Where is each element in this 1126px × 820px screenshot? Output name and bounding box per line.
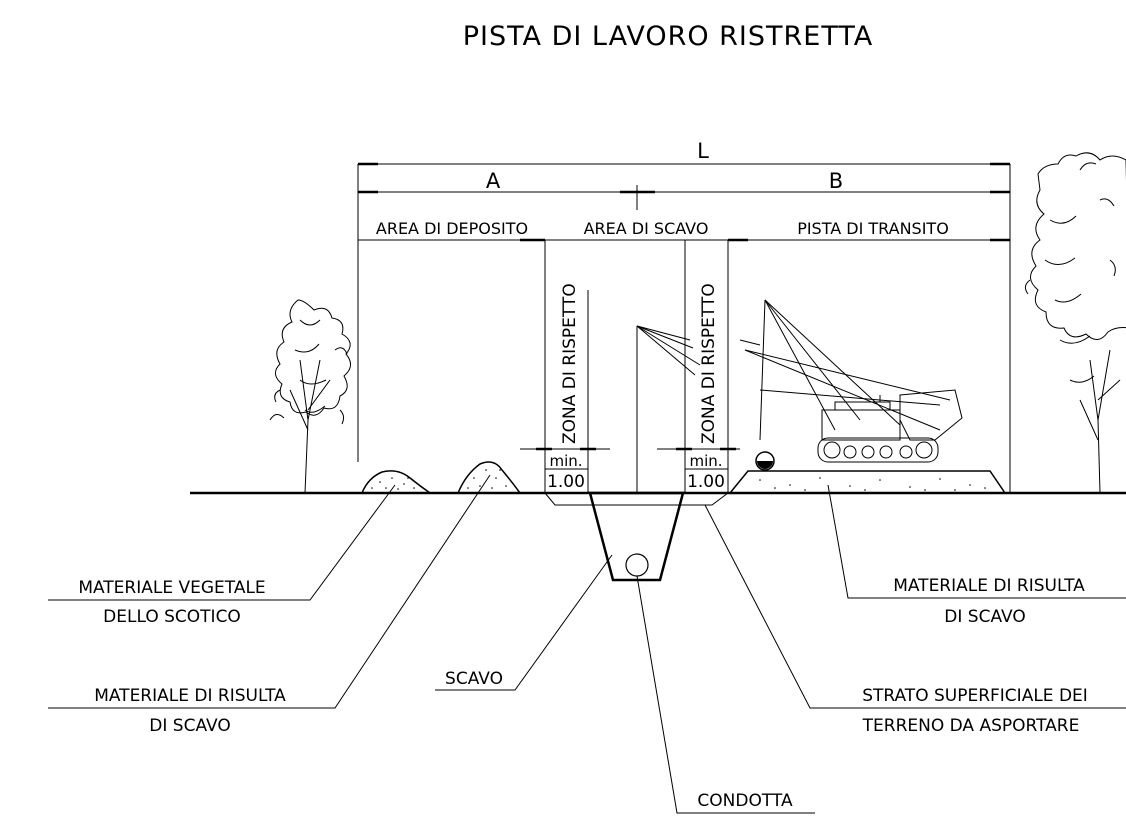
spoil-pile-left xyxy=(457,461,521,494)
buffer-min-right: min. xyxy=(689,452,722,470)
dimension-label-l: L xyxy=(697,139,709,163)
spoil-pile-right xyxy=(728,470,1007,494)
callout-vegetal-line1: MATERIALE VEGETALE xyxy=(78,578,265,598)
callout-trench: SCAVO xyxy=(445,669,503,689)
callout-spoil-left-line1: MATERIALE DI RISULTA xyxy=(94,686,286,706)
leader-lines xyxy=(48,474,1126,814)
tree-left xyxy=(269,299,351,494)
callout-spoil-right-line1: MATERIALE DI RISULTA xyxy=(893,576,1085,596)
dimension-lines xyxy=(357,162,1011,492)
dimension-label-a: A xyxy=(486,169,501,193)
buffer-zone-right-label: ZONA DI RISPETTO xyxy=(699,283,719,444)
dimension-label-b: B xyxy=(829,169,843,193)
buffer-zone-left-label: ZONA DI RISPETTO xyxy=(560,283,580,444)
buffer-value-left: 1.00 xyxy=(547,472,585,492)
buffer-value-right: 1.00 xyxy=(687,472,725,492)
pipe xyxy=(625,553,649,577)
callout-spoil-right-line2: DI SCAVO xyxy=(944,607,1025,627)
callout-vegetal-line2: DELLO SCOTICO xyxy=(103,607,241,627)
trench xyxy=(588,491,685,582)
area-excavation-label: AREA DI SCAVO xyxy=(584,219,709,238)
topsoil-strip xyxy=(544,492,729,506)
trench-hoist xyxy=(636,325,701,493)
area-transit-label: PISTA DI TRANSITO xyxy=(797,219,949,238)
spoil-pile-vegetal xyxy=(361,470,431,494)
buffer-min-left: min. xyxy=(549,452,582,470)
pipelayer-machine xyxy=(739,299,963,471)
area-deposit-label: AREA DI DEPOSITO xyxy=(376,219,528,238)
callout-spoil-left-line2: DI SCAVO xyxy=(149,716,230,736)
tree-right xyxy=(1024,152,1126,494)
callout-topsoil-line1: STRATO SUPERFICIALE DEI xyxy=(862,686,1088,706)
callout-pipe: CONDOTTA xyxy=(697,791,793,811)
diagram-title: PISTA DI LAVORO RISTRETTA xyxy=(463,21,873,52)
callout-topsoil-line2: TERRENO DA ASPORTARE xyxy=(862,716,1080,736)
